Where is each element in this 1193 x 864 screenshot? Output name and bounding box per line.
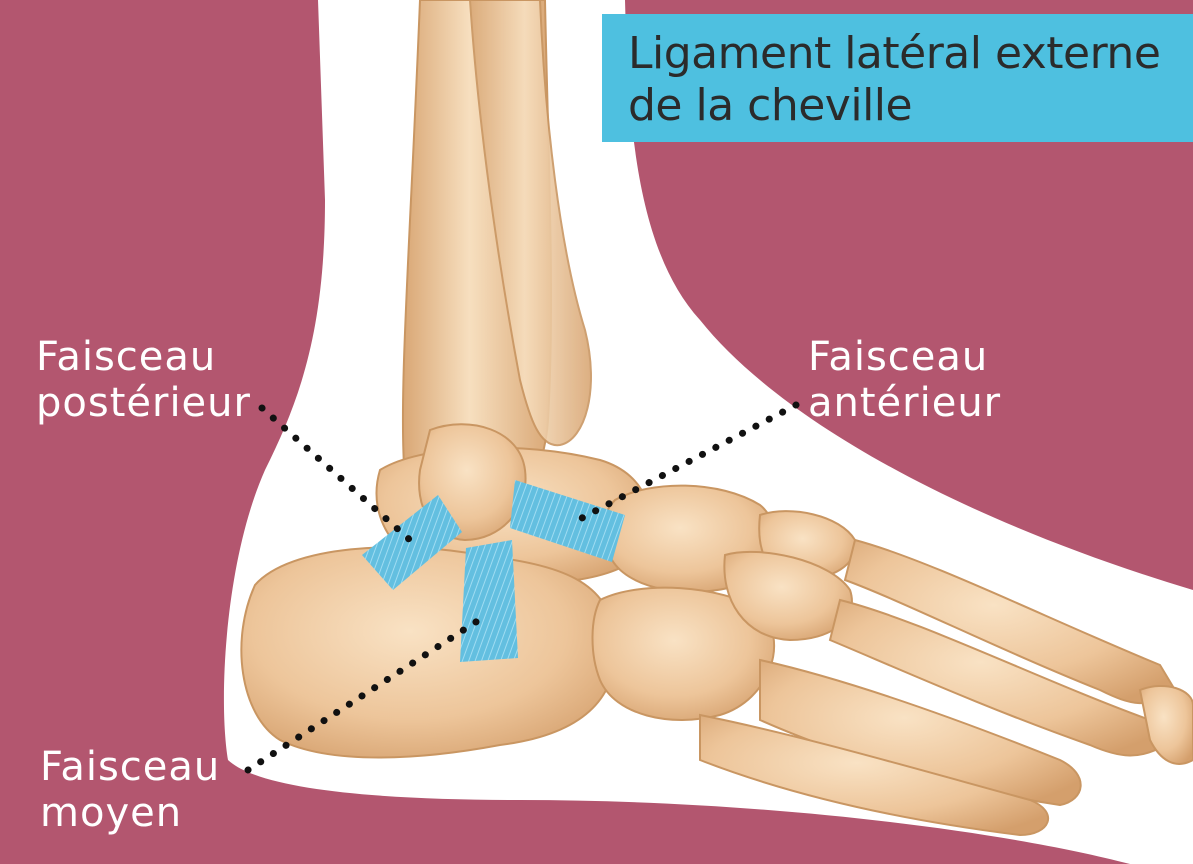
label-anterior-line-1: Faisceau xyxy=(808,334,1001,380)
label-posterior-bundle: Faisceau postérieur xyxy=(36,334,251,426)
title-line-1: Ligament latéral externe xyxy=(628,28,1193,80)
middle-ligament xyxy=(460,540,518,662)
label-posterior-line-2: postérieur xyxy=(36,380,251,426)
label-anterior-bundle: Faisceau antérieur xyxy=(808,334,1001,426)
label-middle-line-2: moyen xyxy=(40,790,220,836)
label-posterior-line-1: Faisceau xyxy=(36,334,251,380)
label-middle-bundle: Faisceau moyen xyxy=(40,744,220,836)
label-anterior-line-2: antérieur xyxy=(808,380,1001,426)
title-banner: Ligament latéral externe de la cheville xyxy=(602,14,1193,142)
title-line-2: de la cheville xyxy=(628,80,1193,132)
calcaneus-bone xyxy=(241,547,615,757)
label-middle-line-1: Faisceau xyxy=(40,744,220,790)
